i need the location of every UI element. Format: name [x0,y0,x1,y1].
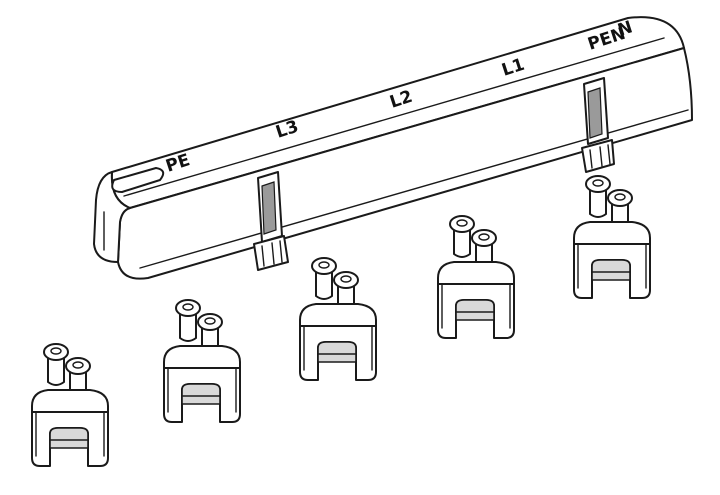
busbar: PE L3 L2 L1 PEN N [93,16,693,280]
busbar-clip-right [581,77,615,173]
clamp-terminal-3 [299,257,377,381]
busbar-left-end [93,171,131,263]
clamp-terminal-2 [163,299,241,423]
busbar-clip-left [253,171,289,271]
clamp-terminal-4 [437,215,515,339]
label-n: N [615,17,635,40]
clamp-terminal-5 [573,175,651,299]
clamp-terminal-1 [31,343,109,467]
busbar-end-slot [111,167,165,193]
